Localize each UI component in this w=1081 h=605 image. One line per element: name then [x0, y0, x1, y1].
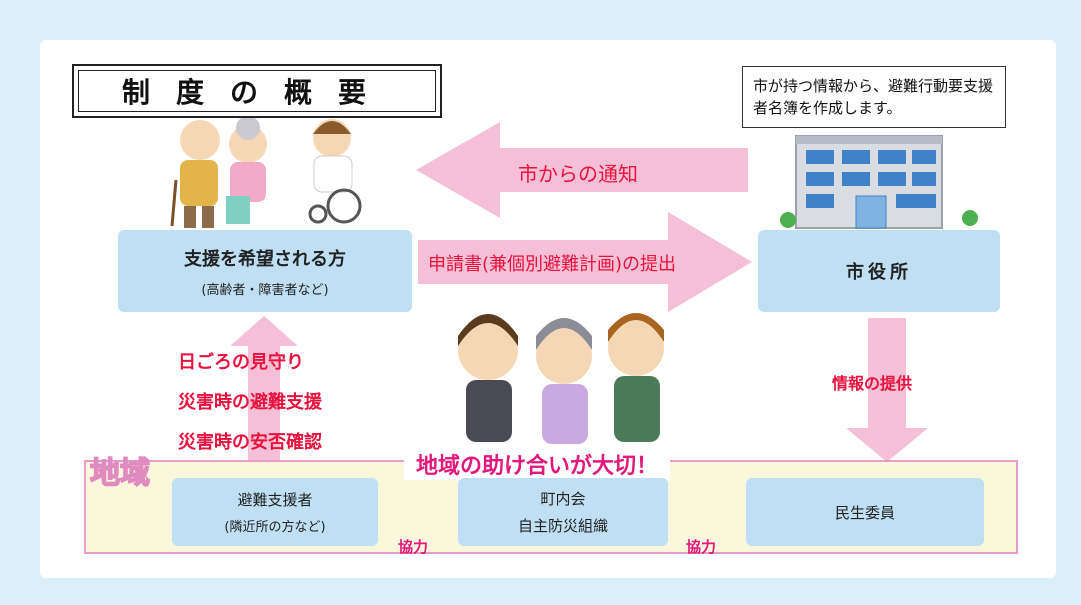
- neighborhood-box: 町内会 自主防災組織: [458, 478, 668, 546]
- notice-arrow: [416, 122, 748, 218]
- support-arrow: [230, 316, 298, 462]
- city-hall-label: 市役所: [846, 262, 912, 283]
- page-title: 制度の概要: [78, 70, 436, 112]
- applicant-sub-label: (高齢者・障害者など): [201, 282, 329, 298]
- city-hall-icon: [780, 135, 978, 229]
- applicant-label: 支援を希望される方: [184, 248, 346, 270]
- info-arrow: [846, 318, 928, 462]
- info-label: 情報の提供: [832, 374, 913, 393]
- evacuation-supporter-label: 避難支援者: [237, 491, 313, 509]
- evacuation-supporter-box: 避難支援者 (隣近所の方など): [172, 478, 378, 546]
- note-box: 市が持つ情報から、避難行動要支援者名簿を作成します。: [742, 66, 1006, 128]
- community-people-illustration: [458, 313, 664, 444]
- title-box: 制度の概要: [72, 64, 442, 118]
- cooperation-label-2: 協力: [686, 538, 717, 556]
- evacuation-supporter-sub-label: (隣近所の方など): [224, 520, 326, 535]
- welfare-commissioner-box: 民生委員: [746, 478, 984, 546]
- voluntary-disaster-org-label: 自主防災組織: [517, 517, 608, 535]
- elderly-people-illustration: [170, 116, 362, 228]
- city-hall-box: 市役所: [758, 230, 1000, 312]
- applicant-box: 支援を希望される方 (高齢者・障害者など): [118, 230, 412, 312]
- region-slogan: 地域の助け合いが大切！: [404, 448, 671, 480]
- support-item-1: 日ごろの見守り: [178, 352, 304, 373]
- neighborhood-label: 町内会: [540, 490, 586, 508]
- notice-label: 市からの通知: [518, 162, 638, 186]
- welfare-commissioner-label: 民生委員: [834, 503, 895, 522]
- application-arrow: [418, 212, 752, 312]
- cooperation-label-1: 協力: [398, 538, 429, 556]
- application-label: 申請書(兼個別避難計画)の提出: [428, 254, 677, 275]
- support-item-3: 災害時の安否確認: [178, 432, 322, 453]
- support-item-2: 災害時の避難支援: [178, 392, 322, 413]
- region-label: 地域: [89, 455, 151, 492]
